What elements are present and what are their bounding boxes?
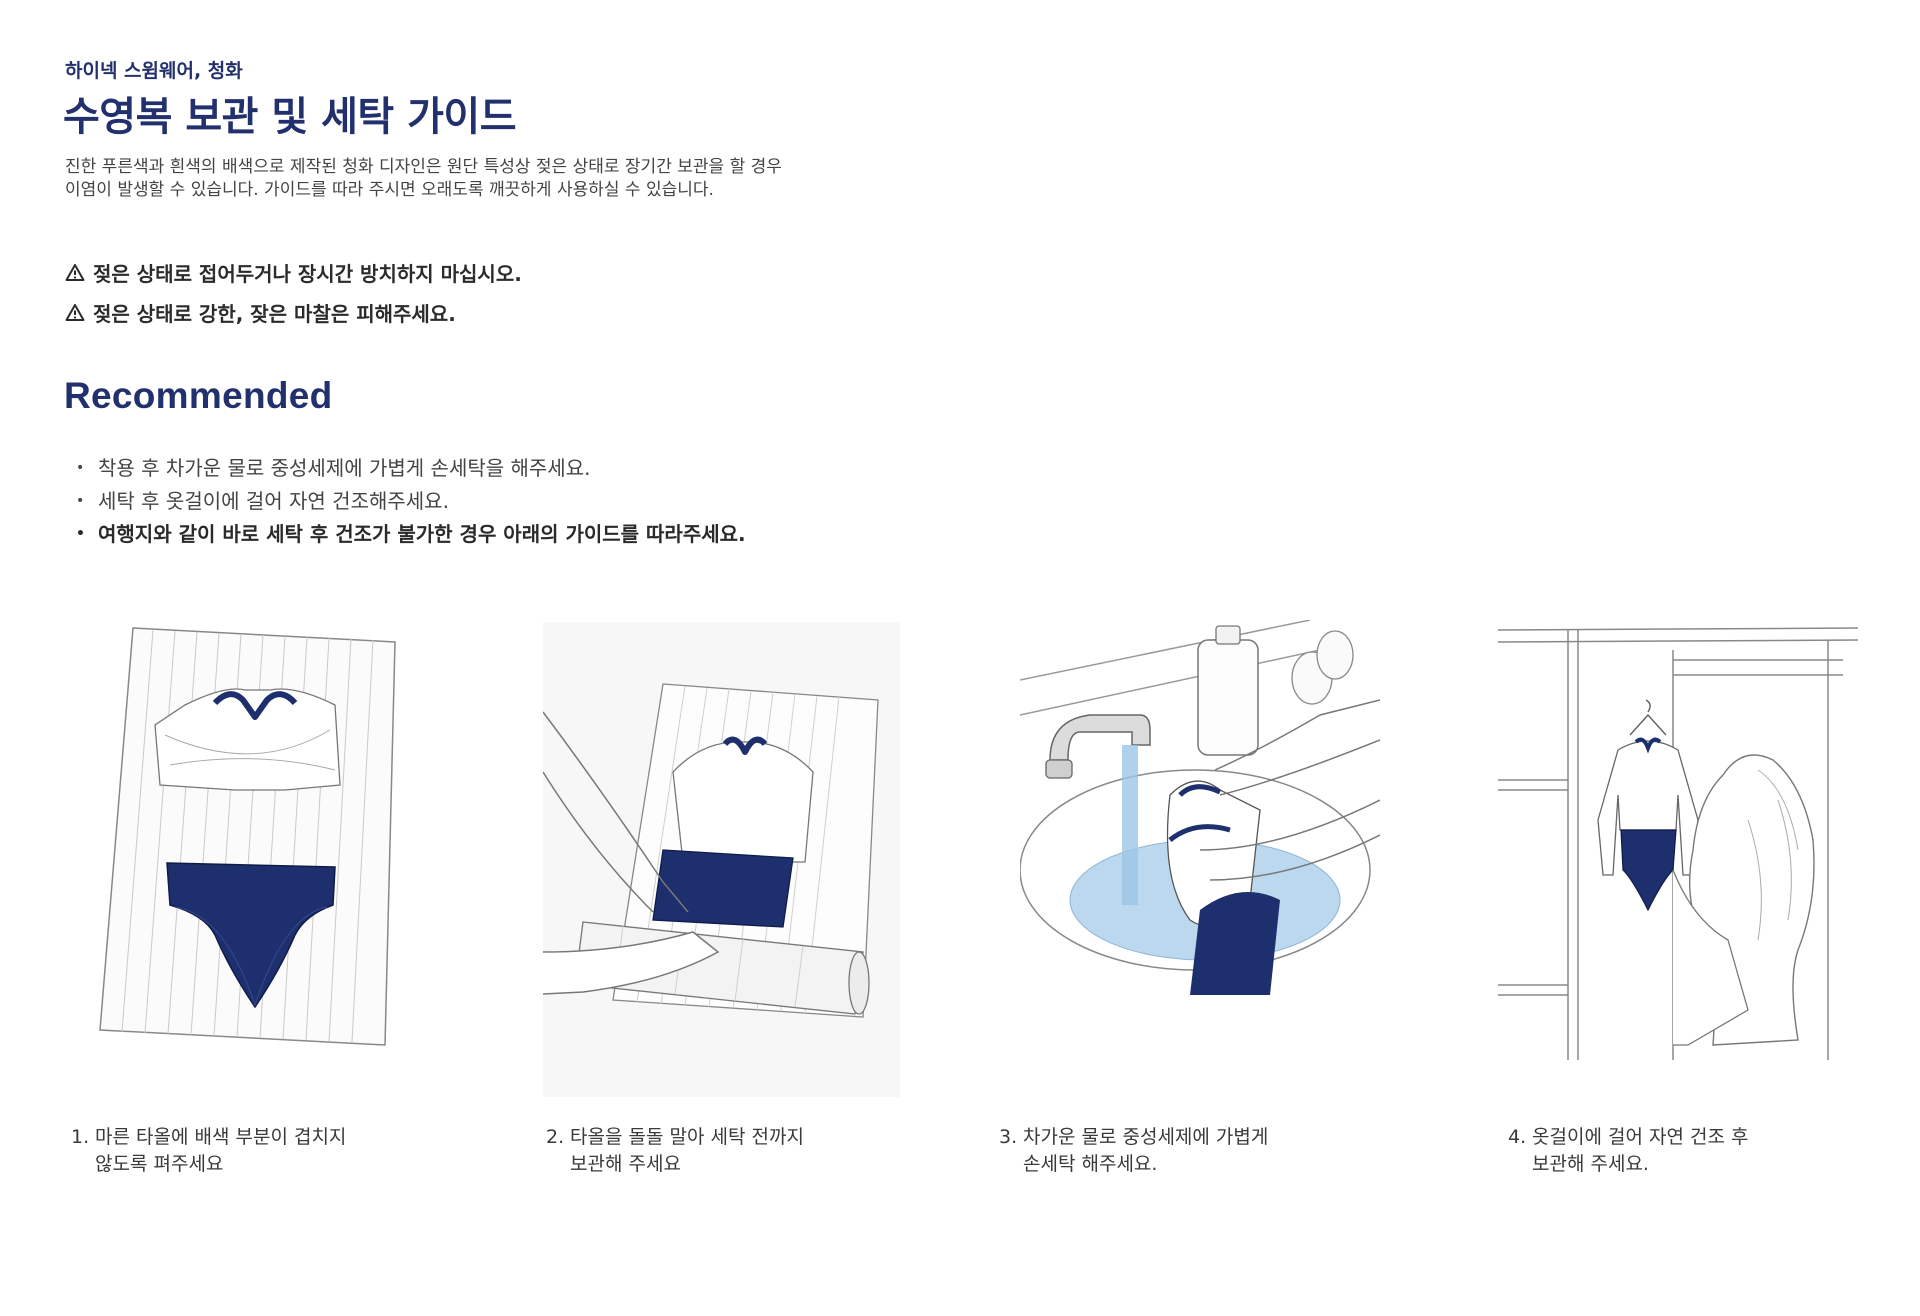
warning-triangle-icon <box>65 303 85 321</box>
step-number-1: 1. <box>71 1126 90 1148</box>
intro-line-1: 진한 푸른색과 흰색의 배색으로 제작된 청화 디자인은 원단 특성상 젖은 상… <box>65 157 782 177</box>
step-2-line-2: 보관해 주세요 <box>570 1153 681 1175</box>
intro-text: 진한 푸른색과 흰색의 배색으로 제작된 청화 디자인은 원단 특성상 젖은 상… <box>65 156 782 202</box>
warning-text-2: 젖은 상태로 강한, 잦은 마찰은 피해주세요. <box>93 302 456 326</box>
illustration-towel-flat <box>95 625 405 1050</box>
warning-2: 젖은 상태로 강한, 잦은 마찰은 피해주세요. <box>65 298 456 327</box>
step-3-line-2: 손세탁 해주세요. <box>1023 1153 1158 1175</box>
illustration-towel-roll <box>543 622 900 1097</box>
step-3-line-1: 차가운 물로 중성세제에 가볍게 <box>1023 1126 1269 1148</box>
step-caption-3: 3.차가운 물로 중성세제에 가볍게 손세탁 해주세요. <box>999 1124 1268 1178</box>
step-1-line-1: 마른 타올에 배색 부분이 겹치지 <box>95 1126 347 1148</box>
step-number-3: 3. <box>999 1126 1018 1148</box>
step-1-line-2: 않도록 펴주세요 <box>95 1153 224 1175</box>
warning-1: 젖은 상태로 접어두거나 장시간 방치하지 마십시오. <box>65 258 522 287</box>
step-4-line-1: 옷걸이에 걸어 자연 건조 후 <box>1532 1126 1749 1148</box>
step-2-line-1: 타올을 돌돌 말아 세탁 전까지 <box>570 1126 804 1148</box>
page-title: 수영복 보관 및 세탁 가이드 <box>63 94 517 140</box>
step-number-2: 2. <box>546 1126 565 1148</box>
step-4-line-2: 보관해 주세요. <box>1532 1153 1649 1175</box>
step-caption-2: 2.타올을 돌돌 말아 세탁 전까지 보관해 주세요 <box>546 1124 804 1178</box>
step-number-4: 4. <box>1508 1126 1527 1148</box>
product-eyebrow: 하이넥 스윔웨어, 청화 <box>65 60 243 82</box>
recommended-item-2: 세탁 후 옷걸이에 걸어 자연 건조해주세요. <box>76 485 746 518</box>
step-caption-1: 1.마른 타올에 배색 부분이 겹치지 않도록 펴주세요 <box>71 1124 346 1178</box>
intro-line-2: 이염이 발생할 수 있습니다. 가이드를 따라 주시면 오래도록 깨끗하게 사용… <box>65 180 714 200</box>
recommended-item-1: 착용 후 차가운 물로 중성세제에 가볍게 손세탁을 해주세요. <box>76 452 746 485</box>
recommended-item-3: 여행지와 같이 바로 세탁 후 건조가 불가한 경우 아래의 가이드를 따라주세… <box>76 518 746 551</box>
illustration-hang-dry <box>1498 620 1858 1060</box>
step-caption-4: 4.옷걸이에 걸어 자연 건조 후 보관해 주세요. <box>1508 1124 1748 1178</box>
recommended-title: Recommended <box>64 375 333 416</box>
recommended-list: 착용 후 차가운 물로 중성세제에 가볍게 손세탁을 해주세요. 세탁 후 옷걸… <box>76 452 746 551</box>
illustration-hand-wash <box>1020 620 1380 1000</box>
warning-triangle-icon <box>65 263 85 281</box>
warning-text-1: 젖은 상태로 접어두거나 장시간 방치하지 마십시오. <box>93 262 522 286</box>
